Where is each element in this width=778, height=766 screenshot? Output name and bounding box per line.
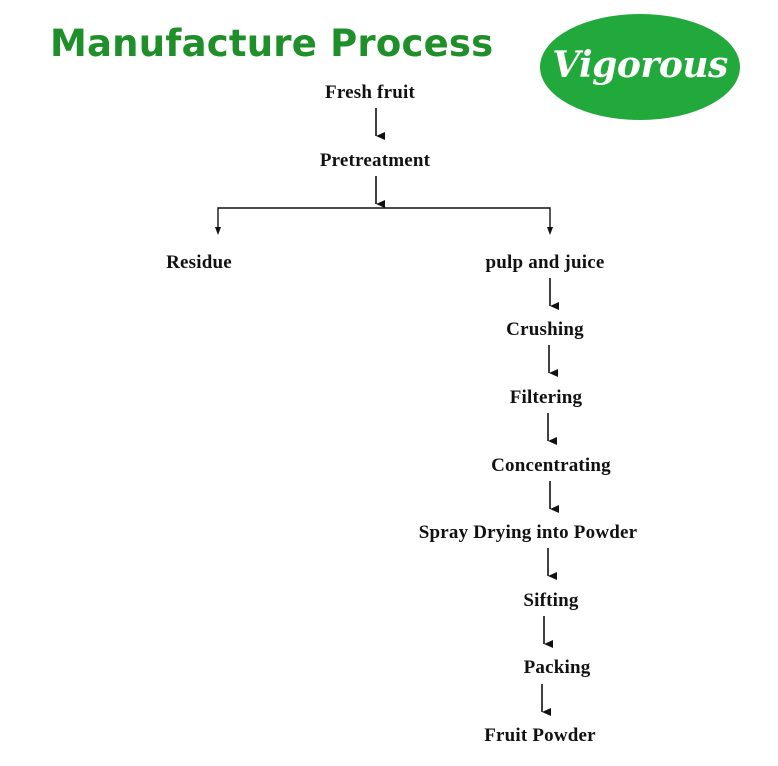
node-residue: Residue	[166, 252, 232, 273]
node-pretreatment: Pretreatment	[319, 150, 431, 171]
node-sifting: Sifting	[523, 590, 579, 611]
brand-logo: Vigorous	[540, 14, 740, 120]
node-packing: Packing	[523, 657, 591, 678]
node-concentrating: Concentrating	[491, 455, 611, 476]
node-fresh-fruit: Fresh fruit	[325, 82, 415, 103]
node-fruit-powder: Fruit Powder	[484, 725, 596, 746]
node-crushing: Crushing	[506, 319, 584, 340]
branch-left-arrowhead	[215, 227, 221, 235]
branch-bar	[217, 207, 551, 232]
logo-ellipse	[540, 14, 740, 120]
page-title: Manufacture Process	[50, 22, 494, 65]
node-pulp-and-juice: pulp and juice	[485, 252, 605, 273]
branch-right-arrowhead	[547, 227, 553, 235]
node-spray-drying: Spray Drying into Powder	[418, 522, 638, 543]
logo-wordmark: Vigorous	[552, 44, 728, 86]
node-filtering: Filtering	[509, 387, 583, 408]
